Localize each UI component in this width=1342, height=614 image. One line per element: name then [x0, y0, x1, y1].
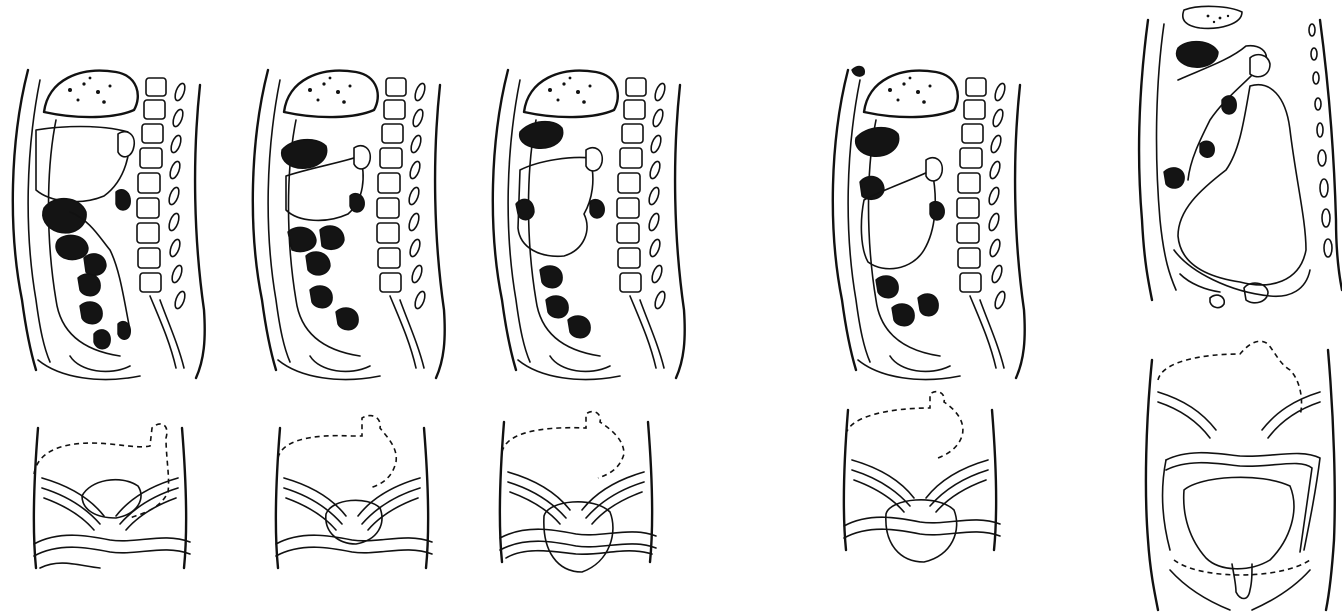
panel-4-sagittal [833, 67, 1025, 380]
panel-5-stomach-front [1184, 477, 1294, 568]
panel-1-frontal [34, 424, 190, 568]
panel-4-gas-bubble [856, 128, 899, 157]
panel-3-gas-bubble [520, 122, 563, 149]
panel-1-gas-bubble [43, 199, 86, 233]
panel-5-frontal [1146, 341, 1335, 610]
panel-3-frontal [500, 412, 656, 572]
panel-2-gas-bubble [282, 140, 327, 169]
panel-3-stomach-front [544, 502, 613, 572]
panel-1-stomach-front [82, 480, 141, 518]
panel-2-sagittal [253, 70, 445, 379]
panel-5-stomach [1178, 85, 1306, 285]
panel-2-frontal [276, 416, 432, 568]
panel-5-sagittal [1139, 6, 1342, 307]
panel-1-sagittal [13, 70, 205, 379]
panel-4-frontal [844, 392, 1000, 562]
panel-2-stomach-front [326, 500, 382, 544]
panel-3-sagittal [493, 70, 685, 379]
